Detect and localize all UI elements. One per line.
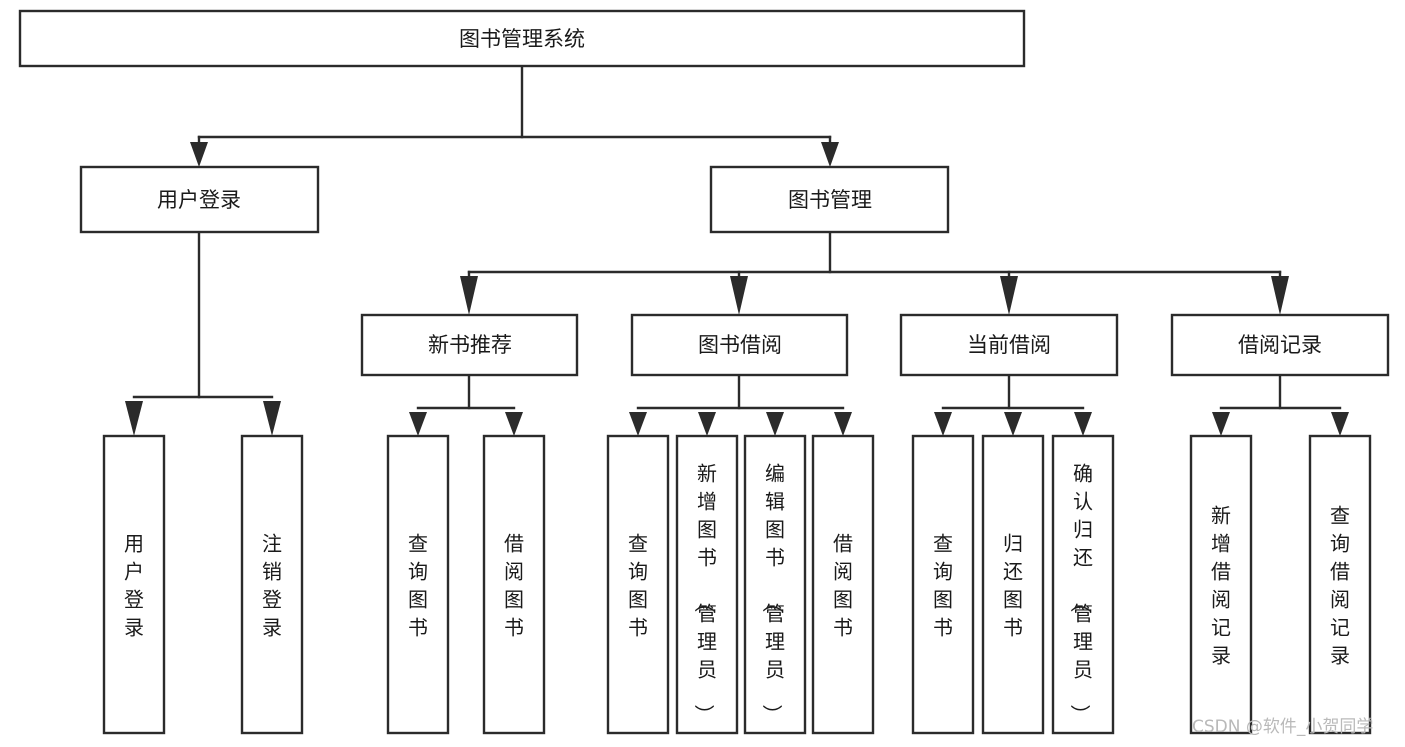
node-book-manage-label: 图书管理: [788, 188, 872, 212]
arrowhead-leaf-query-book-borrow: [629, 412, 647, 436]
node-leaf-query-book-borrow[interactable]: 查询图书: [606, 434, 670, 735]
node-user-login-label: 用户登录: [157, 188, 241, 212]
connector-group-new-book-recommend-to-leaves: [409, 373, 523, 436]
node-new-book-recommend-label: 新书推荐: [428, 333, 512, 357]
arrowhead-leaf-add-book-admin: [698, 412, 716, 436]
arrowhead-leaf-add-borrow-record: [1212, 412, 1230, 436]
node-leaf-edit-book-admin-box[interactable]: [743, 434, 807, 735]
arrowhead-book-borrow: [730, 276, 748, 315]
node-leaf-add-borrow-record-label: 新增借阅记录: [1211, 503, 1231, 667]
node-leaf-query-book-borrow-box[interactable]: [606, 434, 670, 735]
connector-group-book-borrow-to-leaves: [629, 373, 852, 436]
node-leaf-add-book-admin-box[interactable]: [675, 434, 739, 735]
arrowhead-user-login: [190, 142, 208, 167]
node-book-manage[interactable]: 图书管理: [709, 165, 950, 234]
arrowhead-book-manage: [821, 142, 839, 167]
node-leaf-query-book-current[interactable]: 查询图书: [911, 434, 975, 735]
connector-group-user-login-to-leaves: [125, 230, 281, 436]
node-leaf-borrow-book-label: 借阅图书: [833, 531, 853, 639]
node-leaf-query-book-recommend-label: 查询图书: [408, 531, 428, 639]
connector-group-current-borrow-to-leaves: [934, 373, 1092, 436]
connector-group-book-manage-to-level3: [460, 230, 1289, 315]
node-leaf-query-book-recommend[interactable]: 查询图书: [386, 434, 450, 735]
node-user-login-box[interactable]: [79, 165, 320, 234]
node-leaf-confirm-return-admin-label: 确认归还（管理员）: [1068, 461, 1093, 724]
node-leaf-edit-book-admin-label: 编辑图书（管理员）: [760, 461, 785, 724]
node-borrow-record-box[interactable]: [1170, 313, 1390, 377]
node-leaf-query-book-recommend-box[interactable]: [386, 434, 450, 735]
node-leaf-add-borrow-record[interactable]: 新增借阅记录: [1189, 434, 1253, 735]
arrowhead-leaf-borrow-book: [834, 412, 852, 436]
node-leaf-borrow-book-recommend-label: 借阅图书: [504, 531, 524, 639]
node-leaf-logout-label: 注销登录: [262, 531, 282, 639]
connector-group-root-to-level2: [190, 64, 839, 167]
node-new-book-recommend-box[interactable]: [360, 313, 579, 377]
arrowhead-new-book-recommend: [460, 276, 478, 315]
node-current-borrow[interactable]: 当前借阅: [899, 313, 1119, 377]
node-leaf-borrow-book-recommend[interactable]: 借阅图书: [482, 434, 546, 735]
node-leaf-query-book-borrow-label: 查询图书: [628, 531, 648, 639]
node-current-borrow-box[interactable]: [899, 313, 1119, 377]
node-root[interactable]: 图书管理系统: [18, 9, 1026, 68]
arrowhead-leaf-query-borrow-record: [1331, 412, 1349, 436]
arrowhead-leaf-edit-book-admin: [766, 412, 784, 436]
node-leaf-logout[interactable]: 注销登录: [240, 434, 304, 735]
node-leaf-user-login-label: 用户登录: [124, 531, 144, 639]
node-leaf-borrow-book[interactable]: 借阅图书: [811, 434, 875, 735]
arrowhead-leaf-return-book: [1004, 412, 1022, 436]
node-leaf-borrow-book-box[interactable]: [811, 434, 875, 735]
node-leaf-query-book-current-box[interactable]: [911, 434, 975, 735]
arrowhead-borrow-record: [1271, 276, 1289, 315]
node-leaf-add-borrow-record-box[interactable]: [1189, 434, 1253, 735]
node-leaf-return-book-box[interactable]: [981, 434, 1045, 735]
node-user-login[interactable]: 用户登录: [79, 165, 320, 234]
arrowhead-leaf-borrow-book-recommend: [505, 412, 523, 436]
node-book-manage-box[interactable]: [709, 165, 950, 234]
node-book-borrow-box[interactable]: [630, 313, 849, 377]
arrowhead-leaf-query-book-current: [934, 412, 952, 436]
node-leaf-query-borrow-record[interactable]: 查询借阅记录: [1308, 434, 1372, 735]
node-root-label: 图书管理系统: [459, 27, 585, 51]
arrowhead-leaf-user-login: [125, 401, 143, 436]
arrowhead-current-borrow: [1000, 276, 1018, 315]
node-new-book-recommend[interactable]: 新书推荐: [360, 313, 579, 377]
node-borrow-record-label: 借阅记录: [1238, 333, 1322, 357]
connector-group-borrow-record-to-leaves: [1212, 373, 1349, 436]
node-leaf-edit-book-admin[interactable]: 编辑图书（管理员）: [743, 434, 807, 735]
node-leaf-return-book-label: 归还图书: [1003, 531, 1023, 639]
arrowhead-leaf-query-book-recommend: [409, 412, 427, 436]
csdn-watermark: CSDN @软件_小贺同学: [1192, 717, 1373, 737]
node-leaf-query-book-current-label: 查询图书: [933, 531, 953, 639]
node-leaf-borrow-book-recommend-box[interactable]: [482, 434, 546, 735]
node-leaf-query-borrow-record-box[interactable]: [1308, 434, 1372, 735]
node-leaf-query-borrow-record-label: 查询借阅记录: [1330, 503, 1350, 667]
node-leaf-logout-box[interactable]: [240, 434, 304, 735]
node-leaf-user-login[interactable]: 用户登录: [102, 434, 166, 735]
node-book-borrow[interactable]: 图书借阅: [630, 313, 849, 377]
node-book-borrow-label: 图书借阅: [698, 333, 782, 357]
node-leaf-add-book-admin[interactable]: 新增图书（管理员）: [675, 434, 739, 735]
node-leaf-confirm-return-admin-box[interactable]: [1051, 434, 1115, 735]
node-leaf-return-book[interactable]: 归还图书: [981, 434, 1045, 735]
arrowhead-leaf-confirm-return-admin: [1074, 412, 1092, 436]
node-leaf-user-login-box[interactable]: [102, 434, 166, 735]
node-current-borrow-label: 当前借阅: [967, 333, 1051, 357]
node-borrow-record[interactable]: 借阅记录: [1170, 313, 1390, 377]
node-leaf-confirm-return-admin[interactable]: 确认归还（管理员）: [1051, 434, 1115, 735]
node-root-box[interactable]: [18, 9, 1026, 68]
leaf-nodes-group: 用户登录 注销登录 查询图书 借阅图书 查询图书 新增图书（管理员） 编辑图书（管理员） 借阅…: [102, 434, 1372, 735]
node-leaf-add-book-admin-label: 新增图书（管理员）: [692, 461, 717, 724]
arrowhead-leaf-logout: [263, 401, 281, 436]
